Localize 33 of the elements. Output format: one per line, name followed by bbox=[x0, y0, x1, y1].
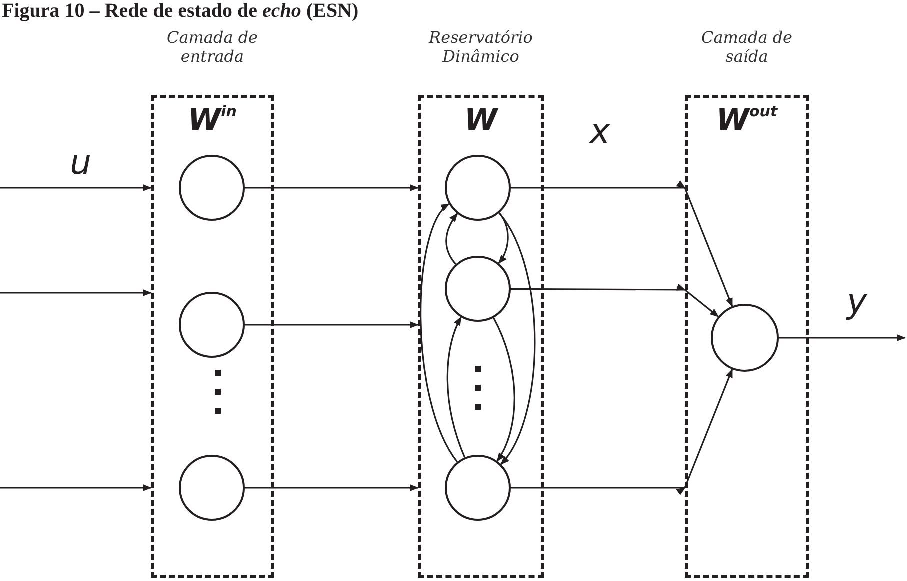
curved-arrow bbox=[493, 318, 516, 462]
arrow bbox=[245, 184, 419, 192]
neuron-circle bbox=[445, 256, 511, 322]
arrow bbox=[0, 289, 152, 297]
neuron-circle bbox=[179, 455, 245, 521]
neuron-circle bbox=[179, 292, 245, 358]
layer-heading: Camada de saída bbox=[700, 28, 794, 66]
figure-title: Figura 10 – Rede de estado de echo (ESN) bbox=[2, 0, 359, 23]
curved-arrow bbox=[498, 212, 509, 264]
curved-arrow bbox=[420, 204, 458, 463]
arrow bbox=[511, 180, 734, 307]
neuron-circle bbox=[445, 455, 511, 521]
variable-symbol: u bbox=[70, 145, 92, 181]
curved-arrow bbox=[446, 316, 466, 458]
arrow bbox=[779, 334, 906, 342]
arrow bbox=[511, 284, 719, 318]
neuron-circle bbox=[445, 155, 511, 221]
layer-heading: Reservatório Dinâmico bbox=[428, 28, 534, 66]
neuron-circle bbox=[711, 304, 779, 372]
arrow bbox=[511, 369, 734, 496]
arrow bbox=[245, 321, 419, 329]
neuron-circle bbox=[179, 155, 245, 221]
curved-arrow bbox=[446, 213, 458, 265]
arrow bbox=[245, 484, 419, 492]
variable-symbol: y bbox=[847, 284, 868, 320]
arrow bbox=[0, 184, 152, 192]
variable-symbol: x bbox=[590, 114, 610, 150]
weight-symbol: W$^{in}$ bbox=[188, 104, 237, 138]
weight-symbol: W bbox=[464, 104, 498, 138]
arrow bbox=[0, 484, 152, 492]
curved-arrow bbox=[498, 212, 536, 466]
weight-symbol: W$^{out}$ bbox=[716, 104, 778, 138]
layer-heading: Camada de entrada bbox=[166, 28, 260, 66]
